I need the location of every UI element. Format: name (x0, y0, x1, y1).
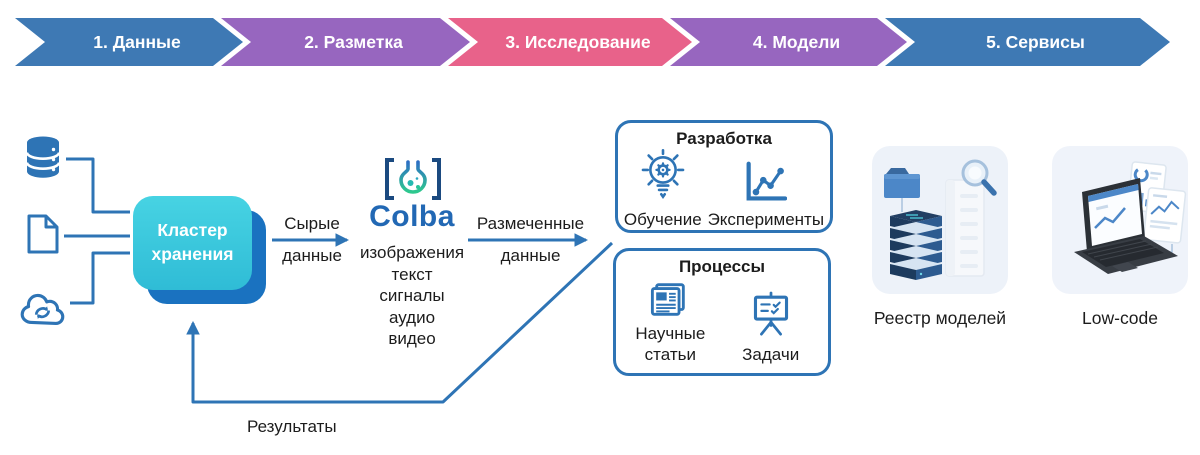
source-connector-database (66, 157, 130, 214)
laptop-dashboard-illustration (1074, 161, 1187, 274)
data-type-item: текст (391, 264, 433, 284)
data-type-item: изображения (359, 243, 465, 262)
database-icon (25, 136, 61, 178)
stage-chevron-services: 5. Сервисы (885, 18, 1170, 66)
data-type-item: видео (388, 329, 436, 348)
data-type-item: сигналы (379, 286, 445, 305)
storage-cluster-label-line1: Кластер (157, 220, 228, 241)
processes-item-papers: Научные статьи (627, 282, 713, 366)
cloud-sync-icon (20, 293, 65, 325)
development-items: Обучение Эксперименты (618, 149, 830, 238)
flask-in-brackets-icon (385, 158, 441, 200)
task-board-icon (753, 291, 788, 336)
processes-box: Процессы Научные статьи (613, 248, 831, 376)
storage-cluster-label-line2: хранения (151, 244, 234, 264)
raw-data-label-bottom: данные (282, 246, 342, 265)
document-icon (27, 214, 59, 254)
stage-chevron-research: 3. Исследование (448, 18, 692, 66)
development-item-label: Обучение (623, 210, 702, 229)
development-box: Разработка (615, 120, 833, 233)
experiments-chart-icon (746, 161, 787, 201)
lowcode-label: Low-code (1082, 308, 1158, 328)
labeled-data-label-top: Размеченные (476, 214, 585, 233)
server-stack (890, 210, 942, 280)
idea-bulb-gear-icon (641, 149, 685, 199)
model-registry-servers-illustration (884, 159, 997, 280)
storage-cluster-box: Кластер хранения (133, 196, 252, 290)
source-connector-cloud (70, 251, 130, 305)
newspaper-icon (651, 282, 686, 316)
processes-title: Процессы (678, 257, 766, 276)
development-item-experiments: Эксперименты (707, 161, 825, 230)
development-item-training: Обучение (624, 149, 702, 230)
model-registry-label: Реестр моделей (873, 308, 1007, 328)
processes-item-tasks: Задачи (725, 291, 817, 365)
development-item-label: Эксперименты (707, 210, 825, 229)
colba-wordmark: Colba (369, 200, 455, 233)
processes-item-label: Задачи (742, 344, 800, 364)
processes-items: Научные статьи За (616, 277, 828, 373)
stage-chevron-markup: 2. Разметка (221, 18, 470, 66)
raw-data-label-top: Сырые (284, 214, 340, 233)
stage-chevron-data: 1. Данные (15, 18, 243, 66)
stage-chevron-models: 4. Модели (670, 18, 907, 66)
lowcode-panel (1052, 146, 1188, 294)
labeled-data-label-bottom: данные (500, 246, 561, 265)
development-title: Разработка (676, 129, 772, 148)
data-type-item: аудио (388, 307, 436, 327)
model-registry-panel (872, 146, 1008, 294)
processes-item-label: Научные статьи (635, 323, 706, 364)
results-label: Результаты (247, 417, 337, 436)
results-feedback-arrow (186, 241, 614, 404)
colba-data-types: изображения текст сигналы аудио видео (347, 242, 477, 350)
